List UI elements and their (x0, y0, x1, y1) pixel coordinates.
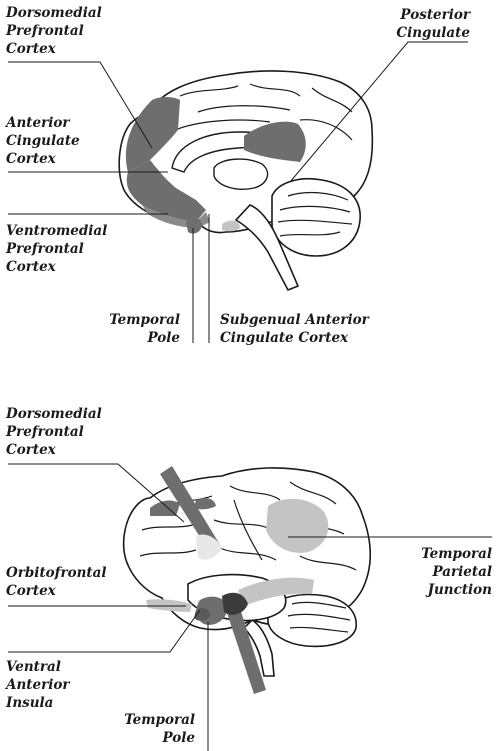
region-tpj (266, 498, 329, 553)
cerebellum (271, 178, 361, 257)
region-acc-top (126, 160, 206, 222)
cut-plane-lower-face (222, 592, 248, 615)
region-dmpfc-lateral-2 (194, 498, 216, 510)
region-pcc-top (244, 121, 306, 162)
sagittal-regions (125, 97, 306, 234)
label-vmpfc-top: Ventromedial Prefrontal Cortex (6, 223, 108, 275)
brainstem-lateral (242, 618, 275, 677)
label-temporal-pole-bottom: Temporal Pole (124, 712, 195, 746)
region-temporal-pole-top (186, 217, 202, 234)
brainstem (234, 204, 300, 292)
label-posterior-cingulate: Posterior Cingulate (396, 7, 470, 41)
label-ventral-anterior-insula: Ventral Anterior Insula (6, 659, 70, 711)
cerebellum-lateral (267, 593, 357, 648)
leader-insula (8, 609, 201, 653)
cut-plane-upper (160, 466, 222, 556)
region-sgacc-top (222, 220, 240, 232)
label-dmpfc-bottom: Dorsomedial Prefrontal Cortex (6, 406, 102, 458)
leader-pcc-top (289, 41, 468, 183)
region-temporal-band (238, 577, 314, 606)
region-tp-lateral (194, 608, 210, 621)
leader-dmpfc-bottom (8, 463, 185, 523)
label-sgacc-top: Subgenual Anterior Cingulate Cortex (220, 312, 369, 346)
label-acc-top: Anterior Cingulate Cortex (6, 115, 80, 167)
leader-dmpfc-top (8, 61, 153, 149)
cut-plane-upper-face (196, 534, 222, 560)
label-tpj: Temporal Parietal Junction (421, 546, 492, 598)
label-dmpfc-top: Dorsomedial Prefrontal Cortex (6, 5, 102, 57)
sagittal-gyri (174, 83, 353, 237)
label-temporal-pole-top: Temporal Pole (109, 312, 180, 346)
label-orbitofrontal: Orbitofrontal Cortex (6, 565, 107, 599)
lateral-regions (146, 466, 329, 694)
top-leader-lines (8, 41, 468, 343)
region-dmpfc-top (125, 97, 180, 172)
bottom-leader-lines (8, 463, 492, 751)
cut-plane-lower (224, 596, 266, 694)
